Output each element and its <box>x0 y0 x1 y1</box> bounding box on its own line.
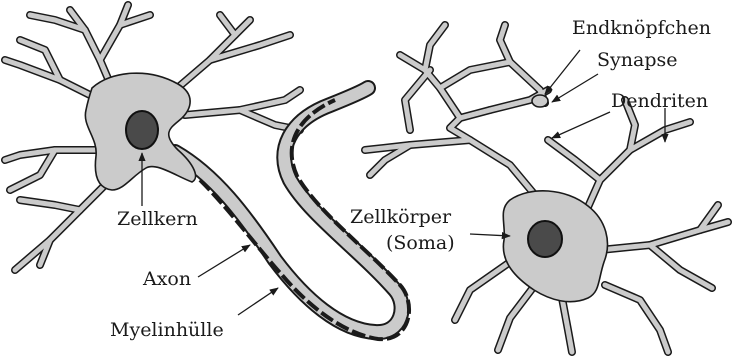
left-nucleus <box>126 111 158 149</box>
label-dendriten: Dendriten <box>611 90 708 112</box>
label-zellkern: Zellkern <box>117 208 198 230</box>
synaptic-bouton <box>532 95 548 107</box>
right-neuron <box>365 25 728 352</box>
axon-arrow <box>198 245 250 277</box>
label-synapse: Synapse <box>597 49 677 71</box>
label-soma: (Soma) <box>386 232 455 254</box>
label-axon: Axon <box>142 268 191 290</box>
dendriten-arrow-left <box>552 112 610 138</box>
synapse-arrow <box>552 74 598 102</box>
left-neuron <box>5 5 409 339</box>
label-zellkoerper: Zellkörper <box>350 206 452 228</box>
label-endknoepfchen: Endknöpfchen <box>572 17 711 39</box>
label-myelinhuelle: Myelinhülle <box>110 319 224 341</box>
right-neuron-dendrites <box>365 25 728 352</box>
right-nucleus <box>528 221 562 257</box>
myelinhuelle-arrow <box>238 288 278 315</box>
